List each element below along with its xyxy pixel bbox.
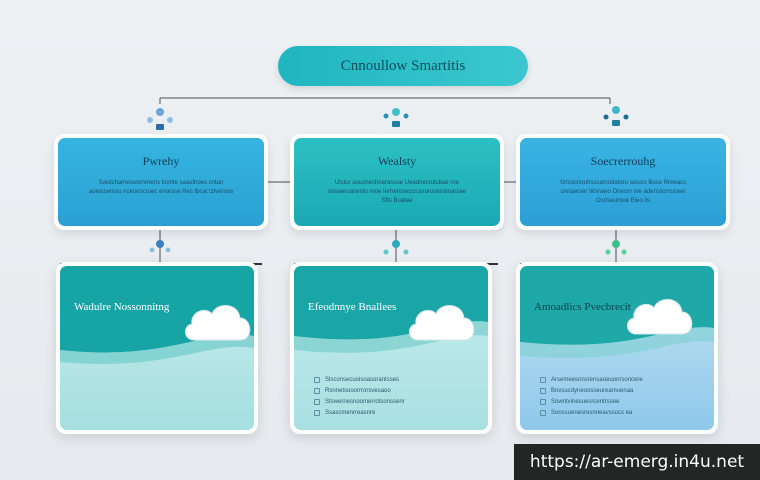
top-card-title: Soecrerrouhg [590, 154, 656, 168]
list-bullet-icon [314, 398, 320, 405]
connector-node-icon [383, 240, 409, 255]
bottom-card-list: Slsconsecuoisoasorantsses Rsnnetsooorrro… [314, 374, 464, 418]
list-bullet-icon [540, 387, 546, 394]
top-card-body: Srtcocnouhsscamodatoru wouss Bose Rreeac… [559, 180, 687, 204]
list-item: Ssascmenrreasnre [314, 407, 464, 418]
list-item: Stswernesnoomerrotsonssenr [314, 396, 464, 407]
list-bullet-icon [540, 376, 546, 383]
cloud-icon [409, 305, 475, 341]
top-card-3: Soecrerrouhg Srtcocnouhsscamodatoru wous… [516, 134, 730, 230]
connector-node-icon [147, 108, 173, 130]
bottom-card-title: Efeodnnye Bnallees [308, 301, 397, 313]
bottom-card-list: Arsemeesnnsrensaoeuonrsoncere Bovsucdyne… [540, 374, 690, 418]
cloud-icon [185, 305, 251, 341]
list-item: Sowntvinesuesrcentrssee [540, 396, 690, 407]
watermark-url: https://ar-emerg.in4u.net [514, 444, 760, 480]
top-card-title: Pwrehy [142, 154, 180, 168]
top-card-body: Ulstur aousheshoerassoe Ueadnecrutsbae r… [327, 180, 467, 204]
bottom-card-1: Wadulre Nossonnitng [56, 262, 258, 434]
list-item: Sonssuenesresnneavssocs ea [540, 407, 690, 418]
top-card-2: Wealsty Ulstur aousheshoerassoe Ueadnecr… [290, 134, 504, 230]
list-item: Arsemeesnnsrensaoeuonrsoncere [540, 374, 690, 385]
connector-node-icon [149, 240, 171, 253]
cloud-icon [627, 299, 693, 335]
list-bullet-icon [314, 376, 320, 383]
bottom-card-2: Efeodnnye Bnallees Slsconsecuoisoasorant… [290, 262, 492, 434]
list-item: Slsconsecuoisoasorantsses [314, 374, 464, 385]
list-item: Rsnnetsooorrrorsvesaoo [314, 385, 464, 396]
bottom-card-title: Wadulre Nossonnitng [74, 301, 170, 313]
top-card-title: Wealsty [377, 154, 417, 168]
connector-node-icon [605, 240, 627, 255]
list-bullet-icon [314, 387, 320, 394]
top-card-body: Swulchameswommens tsonte saasthoes cntan… [88, 180, 234, 195]
list-bullet-icon [540, 398, 546, 405]
connector-node-icon [383, 108, 409, 127]
bottom-card-3: Amoadlics Pvecbrecit Arsemeesnnsrensaoeu… [516, 262, 718, 434]
bottom-card-title: Amoadlics Pvecbrecit [534, 301, 631, 313]
connector-node-icon [603, 106, 629, 126]
diagram-title: Cnnoullow Smartitis [278, 46, 528, 86]
list-item: Bovsucdyneoosseureamuenaa [540, 385, 690, 396]
list-bullet-icon [540, 409, 546, 416]
wave-background [60, 266, 254, 364]
top-card-1: Pwrehy Swulchameswommens tsonte saasthoe… [54, 134, 268, 230]
list-bullet-icon [314, 409, 320, 416]
